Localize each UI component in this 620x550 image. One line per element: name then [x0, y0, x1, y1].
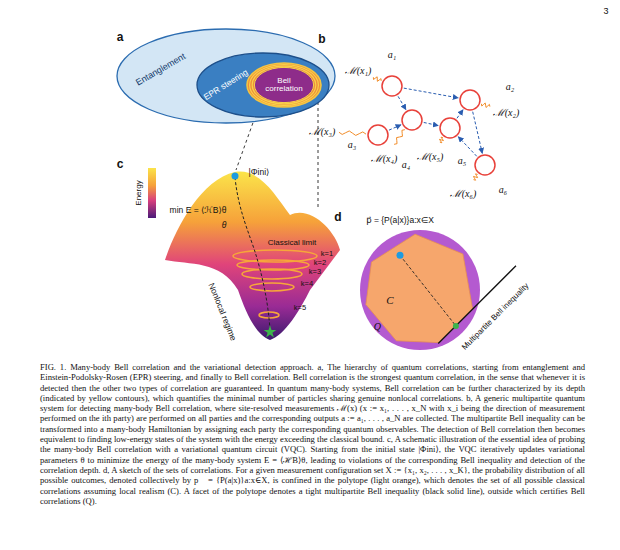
party-node: ℳ(x₄)a₄ — [401, 109, 423, 131]
node-shape — [401, 109, 423, 131]
depth-contour — [250, 283, 294, 291]
coupling-arrow — [398, 96, 406, 109]
optimum-dot — [453, 323, 459, 329]
classical-polytope — [366, 234, 473, 342]
measurement-wiggle — [473, 174, 477, 180]
node-shape — [474, 154, 496, 176]
measurement-label: ℳ(x₂) — [493, 107, 520, 118]
energy-landscape — [165, 172, 340, 340]
depth-label: k=2 — [314, 259, 326, 267]
correlation-set: Bell correlation — [246, 62, 322, 108]
coupling-arrow — [473, 112, 483, 154]
output-label: a₄ — [402, 159, 410, 170]
distribution-label: p⃗ = {P(a|x)}a:x∈X — [366, 216, 434, 225]
coupling-arrow — [457, 110, 463, 118]
depth-label: k=4 — [301, 280, 313, 288]
correlation-set: Bell correlationEPR steeringEntanglement — [116, 28, 336, 124]
computed-art — [264, 77, 516, 350]
set-name: Bell correlation — [260, 77, 308, 94]
coupling-arrow — [404, 88, 458, 98]
party-node: ℳ(x₂)a₂ — [459, 89, 481, 111]
measurement-label: ℳ(x₁) — [345, 65, 372, 76]
measurement-label: ℳ(x₅) — [417, 151, 444, 162]
parameter-label: θ — [222, 221, 227, 230]
output-label: a₂ — [506, 81, 514, 92]
party-node: ℳ(x₅)a₅ — [439, 117, 461, 139]
projection-line — [318, 96, 319, 210]
party-node: ℳ(x₃)a₃ — [367, 124, 389, 146]
measurement-wiggle — [339, 131, 366, 135]
output-label: a₅ — [458, 155, 466, 166]
party-circle — [402, 110, 422, 130]
set-ellipse — [117, 29, 335, 123]
depth-contour — [250, 65, 319, 106]
correlation-set: Bell correlationEPR steering — [196, 52, 330, 118]
dashed-path — [400, 255, 456, 326]
set-label: C — [386, 294, 393, 306]
ground-state-star — [264, 325, 277, 337]
quantum-set — [360, 230, 480, 350]
panel-letter: d — [334, 211, 341, 224]
depth-label: k=5 — [294, 304, 306, 312]
measurement-label: ℳ(x₄) — [371, 153, 398, 164]
bound-label: Classical limit — [268, 239, 316, 248]
output-label: a₆ — [499, 184, 507, 195]
party-circle — [460, 90, 480, 110]
coupling-arrow — [458, 137, 477, 157]
panel-letter: a — [117, 31, 124, 44]
party-circle — [475, 155, 495, 175]
measurement-label: ℳ(x₃) — [309, 126, 336, 137]
node-shape — [439, 117, 461, 139]
party-circle — [368, 125, 388, 145]
measurement-wiggle — [373, 77, 381, 82]
node-shape — [381, 75, 403, 97]
measurement-wiggle — [439, 137, 443, 143]
figure-caption: FIG. 1. Many-body Bell correlation and t… — [40, 362, 585, 506]
party-node: ℳ(x₆)a₆ — [474, 154, 496, 176]
state-label: |Φini⟩ — [249, 168, 270, 177]
output-label: a₃ — [348, 139, 356, 150]
depth-contour — [242, 269, 302, 279]
output-label: a₁ — [388, 49, 396, 60]
bell-core — [254, 67, 313, 102]
depth-label: k=1 — [321, 250, 333, 258]
set-label: Q — [374, 320, 381, 331]
node-shape — [367, 124, 389, 146]
depth-contour — [252, 66, 316, 104]
coupling-arrow — [389, 125, 401, 130]
inequality-label: Multipartite Bell inequality — [461, 282, 531, 352]
party-circle — [382, 76, 402, 96]
measurement-wiggle — [394, 130, 405, 145]
coupling-arrow — [424, 122, 439, 125]
regime-label: Nonlocal regime — [206, 282, 238, 342]
party-node: ℳ(x₁)a₁ — [381, 75, 403, 97]
energy-colorbar — [148, 168, 156, 218]
node-shape — [459, 89, 481, 111]
set-ellipse — [197, 53, 329, 117]
objective-label: min E = ⟨ℋB⟩θ — [170, 206, 227, 215]
party-circle — [440, 118, 460, 138]
panel-letter: c — [117, 158, 124, 171]
optimization-path — [235, 177, 270, 330]
measurement-label: ℳ(x₆) — [450, 188, 477, 199]
panel-letter: b — [318, 33, 325, 46]
page-number: 3 — [603, 7, 608, 17]
initial-state-dot — [232, 173, 239, 180]
axis-label: Energy — [135, 180, 144, 205]
bell-ellipse — [247, 63, 321, 107]
measurement-wiggle — [481, 103, 489, 108]
depth-label: k=3 — [309, 268, 321, 276]
state-dot — [397, 252, 404, 259]
